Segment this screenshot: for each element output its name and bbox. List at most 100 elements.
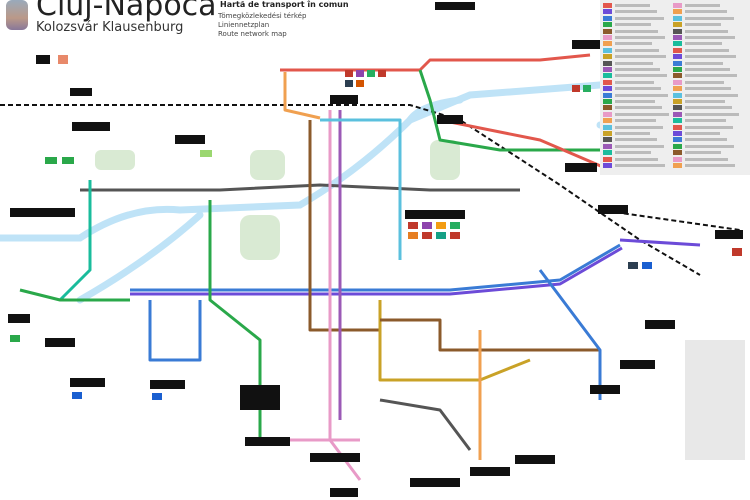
legend-entry	[615, 125, 663, 129]
map-heading-en: Route network map	[218, 30, 287, 38]
legend-entry	[615, 164, 665, 167]
legend-swatch	[673, 86, 682, 92]
legend-swatch	[673, 143, 682, 149]
legend-entry	[685, 42, 722, 46]
route-line	[538, 269, 602, 400]
legend-swatch	[603, 67, 612, 72]
route-line	[418, 69, 600, 152]
legend-entry	[615, 74, 667, 78]
legend-swatch	[673, 54, 682, 60]
legend-entry	[685, 87, 731, 91]
legend-swatch	[603, 124, 612, 130]
route-line	[320, 118, 402, 260]
legend-panel	[600, 0, 750, 175]
legend-swatch	[673, 60, 682, 66]
legend-entry	[615, 68, 660, 71]
legend-swatch	[603, 54, 612, 60]
legend-swatch	[603, 73, 612, 79]
legend-entry	[685, 68, 730, 71]
legend-swatch	[603, 143, 612, 149]
legend-entry	[685, 106, 732, 110]
legend-entry	[615, 48, 659, 52]
legend-swatch	[603, 92, 612, 98]
route-line	[130, 246, 623, 296]
legend-entry	[615, 23, 651, 27]
legend-swatch	[673, 67, 682, 72]
map-heading-hu: Tömegközlekedési térkép	[218, 12, 307, 20]
route-line	[58, 180, 92, 302]
route-line	[130, 243, 621, 292]
legend-swatch	[673, 35, 682, 40]
legend-swatch	[673, 15, 682, 21]
legend-entry	[685, 125, 733, 129]
legend-entry	[685, 48, 729, 52]
legend-swatch	[603, 41, 612, 47]
legend-entry	[615, 112, 669, 116]
legend-swatch	[603, 118, 612, 124]
legend-entry	[685, 157, 728, 161]
legend-entry	[685, 151, 721, 155]
legend-entry	[685, 112, 739, 116]
legend-swatch	[673, 156, 682, 162]
legend-swatch	[603, 9, 612, 15]
legend-swatch	[673, 99, 682, 104]
legend-swatch	[603, 60, 612, 66]
legend-entry	[615, 55, 666, 59]
legend-entry	[685, 100, 725, 103]
legend-entry	[615, 132, 650, 135]
legend-entry	[685, 36, 735, 39]
city-coat-of-arms	[6, 0, 28, 30]
route-badges	[10, 55, 742, 400]
legend-entry	[615, 4, 650, 7]
legend-swatch	[673, 105, 682, 111]
legend-swatch	[603, 150, 612, 156]
legend-swatch	[603, 47, 612, 53]
legend-entry	[615, 100, 655, 103]
legend-entry	[615, 138, 657, 142]
legend-entry	[615, 119, 656, 123]
legend-swatch	[603, 79, 612, 85]
parks	[95, 140, 460, 260]
legend-entry	[615, 36, 665, 39]
legend-entry	[615, 87, 661, 91]
legend-swatch	[673, 124, 682, 130]
legend-swatch	[673, 163, 682, 168]
legend-entry	[685, 93, 738, 97]
legend-swatch	[673, 47, 682, 53]
legend-swatch	[673, 73, 682, 79]
legend-entry	[615, 61, 653, 65]
legend-swatch	[603, 99, 612, 104]
route-line	[148, 300, 202, 362]
legend-entry	[685, 164, 735, 167]
legend-swatch	[603, 22, 612, 28]
route-line	[283, 72, 321, 120]
legend-entry	[685, 74, 737, 78]
legend-swatch	[673, 131, 682, 136]
legend-entry	[615, 144, 664, 148]
legend-entry	[685, 80, 724, 84]
legend-entry	[685, 138, 727, 142]
legend-swatch	[673, 9, 682, 15]
map-subtitle: Kolozsvár Klausenburg	[36, 20, 184, 35]
legend-swatch	[673, 118, 682, 124]
legend-entry	[615, 93, 668, 97]
legend-swatch	[603, 131, 612, 136]
railway	[0, 104, 741, 276]
legend-entry	[685, 29, 728, 33]
legend-swatch	[673, 22, 682, 28]
route-line	[19, 288, 130, 302]
legend-swatch	[673, 137, 682, 143]
info-panel	[685, 340, 745, 460]
legend-entry	[685, 4, 720, 7]
route-line	[379, 398, 472, 451]
legend-swatch	[603, 163, 612, 168]
legend-entry	[615, 16, 664, 20]
legend-entry	[685, 23, 721, 27]
legend-entry	[615, 29, 658, 33]
route-lines	[19, 53, 701, 481]
legend-swatch	[603, 156, 612, 162]
route-line	[308, 120, 380, 332]
route-line	[80, 183, 520, 192]
legend-swatch	[603, 15, 612, 21]
